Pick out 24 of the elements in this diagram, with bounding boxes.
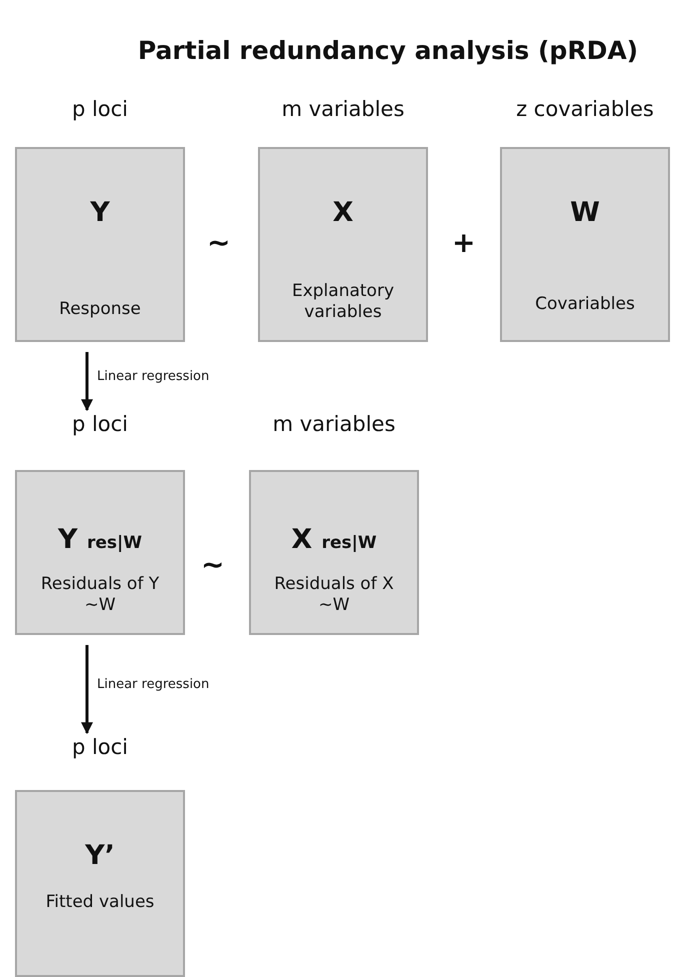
matrix-description: Residuals of Y ~W — [40, 574, 160, 616]
matrix-symbol: Y’ — [85, 840, 115, 871]
arrow — [81, 645, 93, 734]
operator-symbol: ~ — [201, 548, 224, 581]
column-heading: p loci — [72, 97, 128, 121]
matrix-description: Fitted values — [46, 892, 154, 914]
matrix-description: Response — [59, 299, 141, 320]
column-heading: m variables — [272, 412, 396, 436]
edge-label: Linear regression — [97, 369, 210, 384]
title: Partial redundancy analysis (pRDA) — [136, 36, 640, 65]
edge-label: Linear regression — [97, 677, 210, 692]
matrix-symbol: W — [570, 197, 600, 228]
column-heading: p loci — [72, 735, 128, 759]
matrix-description: Covariables — [535, 294, 635, 316]
operator-symbol: ~ — [207, 226, 230, 259]
matrix-description: Residuals of X ~W — [273, 574, 395, 616]
column-heading: m variables — [282, 97, 404, 121]
column-heading: z covariables — [516, 97, 654, 121]
matrix-symbol: X — [332, 197, 354, 228]
column-heading: p loci — [72, 412, 128, 436]
matrix-description: Explanatory variables — [290, 281, 396, 324]
operator-symbol: + — [452, 226, 476, 259]
arrow — [81, 352, 93, 412]
matrix-symbol: Y — [90, 197, 110, 228]
